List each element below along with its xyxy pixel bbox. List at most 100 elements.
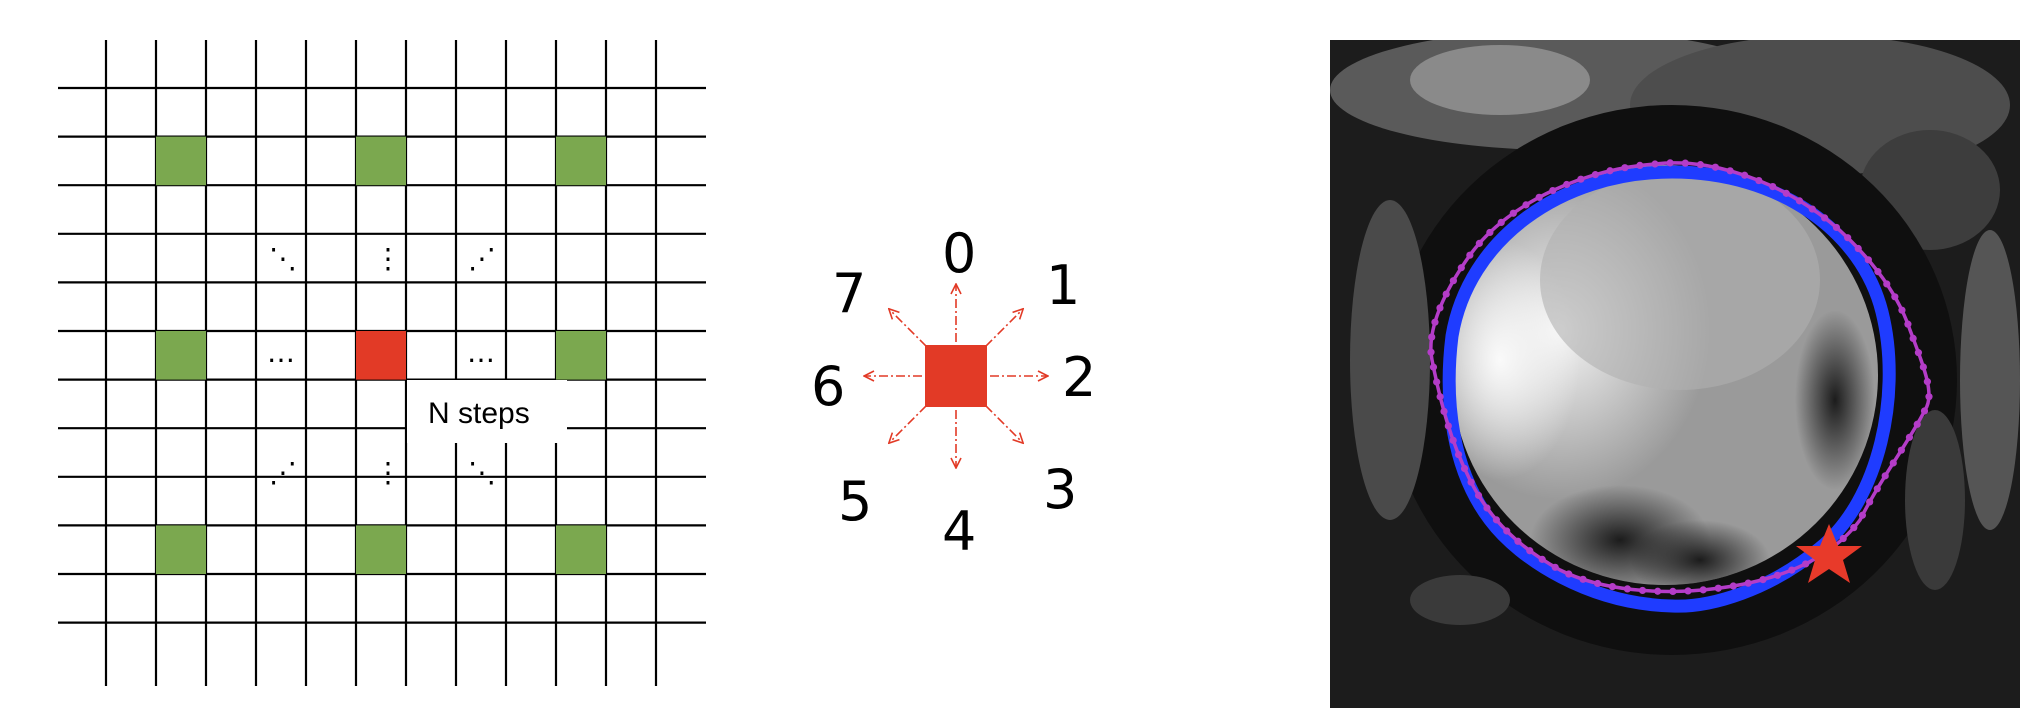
dots-diag-bottom-left: ⋰ (269, 456, 297, 489)
contour-point (1858, 511, 1867, 519)
direction-arrow-1 (985, 309, 1023, 347)
contour-point (1433, 378, 1441, 386)
direction-arrow-5 (889, 405, 927, 443)
contour-point (1457, 264, 1465, 272)
center-cell (356, 331, 406, 380)
contour-point (1866, 498, 1874, 506)
grid-cells (156, 136, 606, 574)
contour-point (1442, 290, 1450, 298)
contour-point (1654, 587, 1662, 595)
contour-point (1460, 464, 1469, 473)
contour-point (1883, 280, 1891, 288)
contour-point (1591, 171, 1599, 179)
contour-point (1773, 571, 1782, 579)
contour-point (1919, 363, 1927, 371)
contour-point (1428, 333, 1436, 341)
contour-point (1638, 586, 1647, 595)
contour-point (1436, 304, 1444, 312)
direction-label-2: 2 (1062, 346, 1096, 409)
dots-diag-top-right: ⋰ (468, 242, 496, 275)
contour-point (1636, 161, 1644, 170)
contour-point (1522, 201, 1530, 209)
contour-point (1923, 378, 1931, 386)
contour-point (1681, 159, 1689, 167)
contour-point (1821, 214, 1829, 222)
contour-point (1514, 537, 1522, 545)
contour-point (1427, 348, 1435, 356)
direction-arrow-7 (889, 309, 927, 347)
contour-point (1769, 182, 1777, 191)
contour-point (1874, 268, 1882, 276)
direction-label-5: 5 (838, 470, 872, 533)
contour-point (1699, 586, 1707, 594)
contour-point (1594, 579, 1602, 588)
contour-point (1466, 251, 1474, 259)
contour-point (1436, 393, 1444, 401)
contour-point (1579, 575, 1587, 583)
contour-point (1788, 566, 1796, 574)
green-cell (156, 136, 206, 186)
green-cell (156, 331, 206, 380)
contour-point (1549, 186, 1557, 195)
contour-point (1782, 189, 1790, 197)
steps-label-box (407, 380, 567, 443)
contour-point (1909, 334, 1917, 343)
contour-point (1467, 478, 1475, 486)
contour-point (1684, 587, 1692, 595)
sampling-grid: N steps … … ⋮ ⋮ ⋱ ⋰ ⋰ ⋱ (58, 40, 706, 686)
contour-point (1850, 524, 1858, 532)
contour-point (1864, 256, 1872, 264)
dots-horizontal-right: … (467, 336, 495, 369)
contour-point (1483, 504, 1491, 512)
dots-vertical-top: ⋮ (374, 242, 402, 275)
contour-point (1726, 167, 1734, 175)
contour-point (1429, 363, 1438, 371)
contour-point (1565, 570, 1573, 578)
direction-codes: 0 1 2 3 4 5 6 7 (811, 222, 1096, 563)
green-cell (156, 525, 206, 574)
contour-point (1621, 164, 1629, 172)
direction-arrow-3 (985, 405, 1023, 443)
center-pixel (925, 345, 987, 407)
direction-label-3: 3 (1043, 458, 1077, 521)
direction-label-6: 6 (811, 355, 845, 418)
contour-point (1905, 433, 1914, 441)
contour-point (1492, 516, 1501, 524)
contour-point (1913, 420, 1921, 428)
contour-point (1714, 584, 1722, 592)
contour-point (1509, 209, 1517, 217)
contour-point (1873, 485, 1881, 493)
contour-point (1925, 393, 1933, 401)
contour-point (1839, 534, 1847, 543)
contour-point (1577, 175, 1585, 183)
contour-point (1623, 585, 1632, 593)
contour-point (1666, 159, 1674, 167)
contour-point (1729, 582, 1737, 590)
contour-point (1606, 167, 1614, 175)
green-cell (556, 525, 606, 574)
steps-label: N steps (428, 397, 530, 430)
contour-point (1891, 293, 1899, 301)
direction-arrows (864, 284, 1048, 468)
contour-point (1651, 160, 1659, 168)
direction-label-7: 7 (832, 262, 866, 325)
contour-point (1440, 407, 1448, 416)
contour-point (1454, 450, 1463, 459)
contour-point (1898, 306, 1906, 314)
contour-point (1538, 555, 1546, 563)
contour-point (1449, 277, 1457, 285)
contour-point (1914, 349, 1923, 357)
direction-label-0: 0 (942, 222, 976, 285)
dots-diag-top-left: ⋱ (269, 242, 297, 275)
contour-point (1920, 407, 1929, 415)
contour-point (1608, 583, 1617, 591)
blue-contour (1442, 165, 1896, 613)
contour-point (1696, 161, 1705, 169)
dots-vertical-bottom: ⋮ (374, 456, 402, 489)
green-cell (356, 136, 406, 186)
contour-point (1449, 436, 1457, 444)
contour-point (1526, 547, 1534, 555)
direction-label-1: 1 (1046, 254, 1080, 317)
contour-point (1711, 163, 1719, 171)
contour-point (1904, 320, 1912, 328)
